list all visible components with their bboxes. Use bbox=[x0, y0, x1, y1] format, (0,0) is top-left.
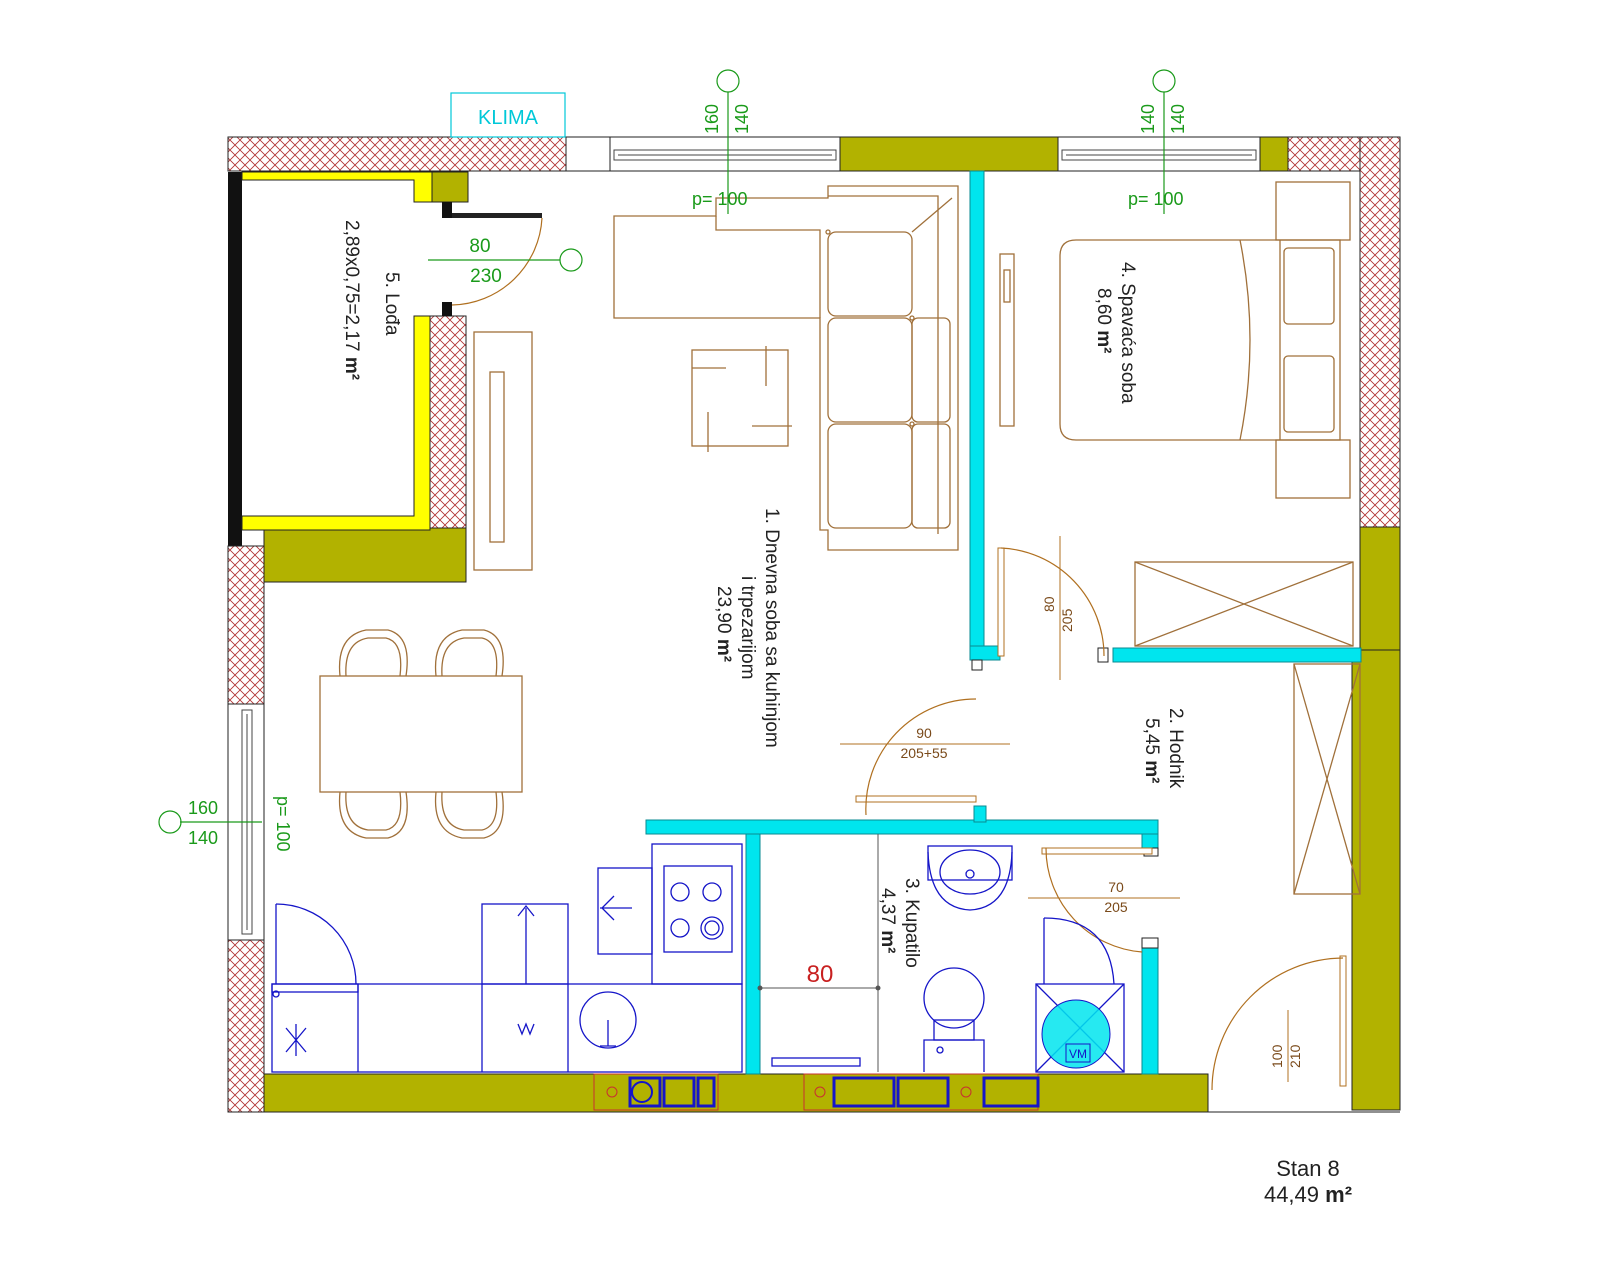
living-area: 23,90 m² bbox=[713, 586, 734, 662]
win-tr-sill: p= 100 bbox=[1128, 189, 1184, 209]
win-tl-width: 160 bbox=[702, 104, 722, 134]
loggia-name: 5. Lođa bbox=[381, 272, 402, 336]
living-door-height: 205+55 bbox=[900, 745, 947, 761]
radiators bbox=[593, 1073, 1040, 1111]
bath-door-width: 70 bbox=[1108, 879, 1124, 895]
window-markers bbox=[158, 69, 1176, 834]
win-l-sill: p= 100 bbox=[273, 796, 293, 852]
bath-area: 4,37 m² bbox=[877, 888, 898, 954]
hall-name: 2. Hodnik bbox=[1165, 708, 1186, 789]
win-tr-height: 140 bbox=[1168, 104, 1188, 134]
bedroom-name: 4. Spavaća soba bbox=[1117, 262, 1138, 404]
loggia-door-width: 80 bbox=[469, 236, 490, 257]
entry-door-width: 100 bbox=[1269, 1044, 1285, 1068]
living-door-width: 90 bbox=[916, 725, 932, 741]
sofa bbox=[613, 185, 959, 551]
win-l-width: 160 bbox=[188, 798, 218, 818]
dining-set bbox=[319, 629, 523, 839]
bath-name: 3. Kupatilo bbox=[901, 878, 922, 968]
svg-text:8,60 m²: 8,60 m² bbox=[1093, 288, 1114, 354]
apartment-name: Stan 8 bbox=[1276, 1156, 1340, 1181]
inner-walls bbox=[645, 170, 1362, 1075]
bath-dim-line bbox=[757, 834, 881, 1072]
svg-text:2,89x0,75=2,17 m²: 2,89x0,75=2,17 m² bbox=[341, 220, 362, 380]
living-name-2: i trpezarijom bbox=[737, 576, 758, 679]
loggia-door-height: 230 bbox=[470, 266, 502, 287]
svg-text:23,90 m²: 23,90 m² bbox=[713, 586, 734, 662]
bedroom-area: 8,60 m² bbox=[1093, 288, 1114, 354]
win-tr-width: 140 bbox=[1138, 104, 1158, 134]
win-l-height: 140 bbox=[188, 828, 218, 848]
window-top-right bbox=[1057, 136, 1261, 172]
klima-box bbox=[450, 92, 566, 138]
win-tl-sill: p= 100 bbox=[692, 189, 748, 209]
vm-label: VM bbox=[1069, 1047, 1087, 1061]
bedroom-door-height: 205 bbox=[1059, 608, 1075, 632]
loggia-area: 2,89x0,75=2,17 m² bbox=[341, 220, 362, 380]
boiler-icon bbox=[1041, 999, 1111, 1069]
bedroom-door-width: 80 bbox=[1041, 596, 1057, 612]
apartment-area: 44,49 m² bbox=[1264, 1182, 1352, 1207]
door-dim-lines bbox=[840, 536, 1289, 1082]
svg-text:44,49 m²: 44,49 m² bbox=[1264, 1182, 1352, 1207]
loggia bbox=[241, 171, 469, 583]
bath-door-height: 205 bbox=[1104, 899, 1128, 915]
entry-door bbox=[1211, 955, 1347, 1091]
wardrobe bbox=[1134, 561, 1361, 895]
hall-area: 5,45 m² bbox=[1141, 718, 1162, 784]
svg-text:5,45 m²: 5,45 m² bbox=[1141, 718, 1162, 784]
window-top-left bbox=[609, 136, 841, 172]
bedroom-door bbox=[997, 547, 1105, 657]
vm-label-box bbox=[1065, 1043, 1091, 1063]
tv-unit bbox=[473, 331, 533, 571]
kitchen bbox=[271, 843, 743, 1073]
bath-door bbox=[1041, 847, 1153, 953]
loggia-door bbox=[451, 213, 543, 306]
bedroom-furniture bbox=[999, 181, 1351, 499]
coffee-table bbox=[691, 346, 792, 452]
bathroom-fixtures bbox=[771, 845, 1125, 1073]
klima-label: KLIMA bbox=[478, 107, 539, 129]
entry-door-height: 210 bbox=[1287, 1044, 1303, 1068]
svg-text:4,37 m²: 4,37 m² bbox=[877, 888, 898, 954]
win-tl-height: 140 bbox=[732, 104, 752, 134]
living-name-1: 1. Dnevna soba sa kuhinjom bbox=[761, 508, 782, 748]
door-stops bbox=[971, 647, 1159, 949]
living-door bbox=[855, 698, 977, 816]
bath-dimension: 80 bbox=[807, 961, 834, 988]
